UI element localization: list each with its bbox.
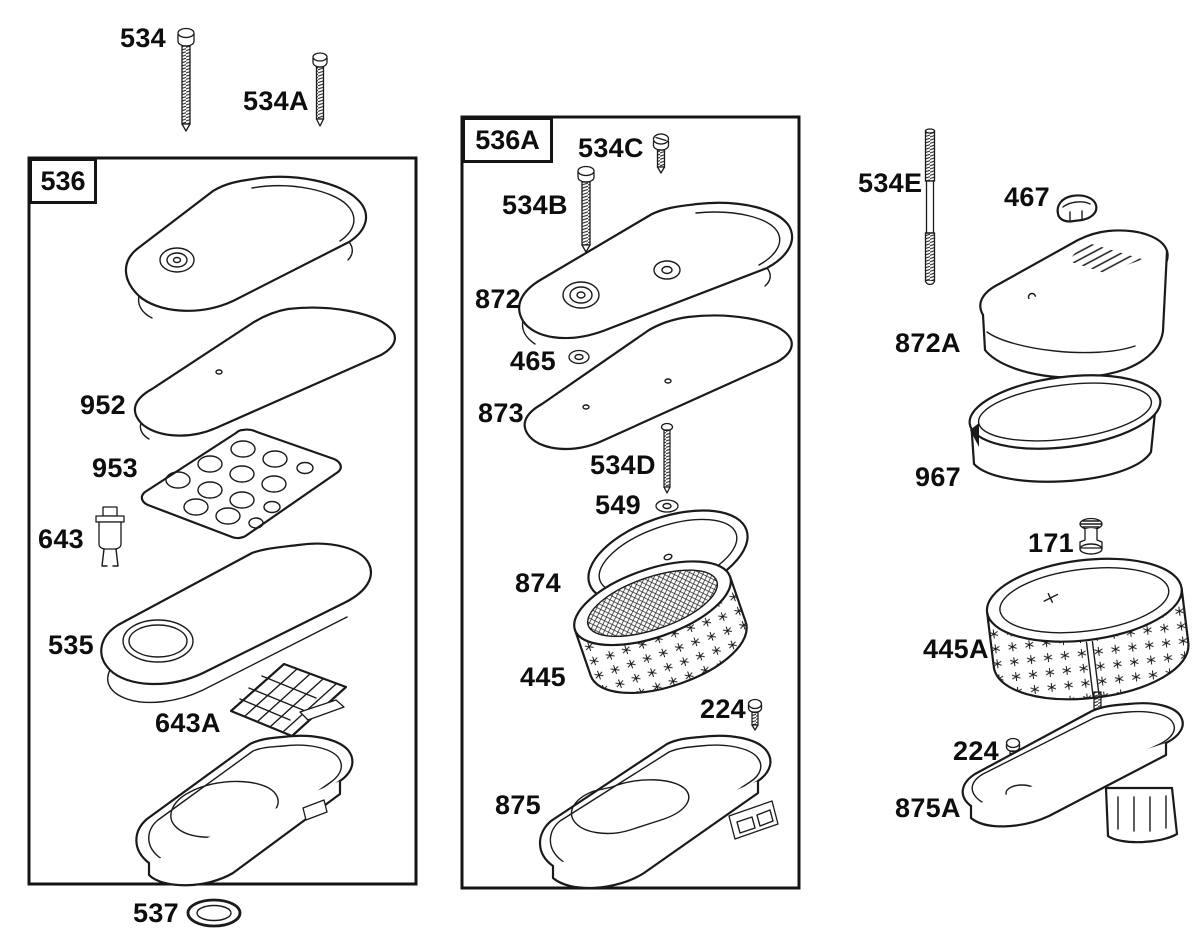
part-gasket-873	[523, 314, 793, 451]
part-grid-643A	[229, 662, 348, 738]
screw-534B	[577, 165, 595, 253]
part-label-171: 171	[1028, 528, 1074, 558]
part-643	[95, 506, 125, 567]
part-label-224-right: 224	[953, 736, 999, 766]
part-label-534E: 534E	[858, 168, 923, 198]
part-washer-465	[568, 349, 590, 365]
part-label-549: 549	[595, 490, 641, 520]
part-label-643: 643	[38, 524, 84, 554]
part-label-952: 952	[80, 390, 126, 420]
part-foam-535	[100, 542, 372, 704]
part-ring-537	[186, 898, 242, 928]
part-label-967: 967	[915, 462, 961, 492]
part-label-534A: 534A	[243, 86, 309, 116]
screw-534E	[924, 128, 936, 286]
part-label-224-middle: 224	[700, 694, 746, 724]
part-filter-445A	[985, 557, 1190, 701]
part-filter-445	[573, 560, 748, 694]
part-screen-953	[140, 428, 342, 540]
part-base-875A	[961, 691, 1184, 844]
part-base-875	[538, 734, 779, 890]
part-label-534C: 534C	[578, 133, 644, 163]
part-gasket-952	[133, 306, 396, 440]
part-cover-872	[518, 201, 794, 345]
group-label-536A: 536A	[462, 117, 553, 163]
screw-534A	[312, 52, 328, 127]
part-label-445: 445	[520, 662, 566, 692]
part-label-953: 953	[92, 453, 138, 483]
part-base-536	[135, 734, 354, 887]
part-washer-549	[655, 499, 679, 513]
part-label-872: 872	[475, 284, 521, 314]
part-label-537: 537	[133, 898, 179, 928]
screw-534	[177, 27, 195, 132]
part-label-467: 467	[1004, 182, 1050, 212]
group-box-536A	[460, 115, 801, 890]
screw-224-middle	[747, 698, 763, 731]
part-housing-967	[968, 374, 1162, 483]
part-label-534: 534	[120, 23, 166, 53]
part-label-873: 873	[478, 398, 524, 428]
part-label-872A: 872A	[895, 328, 961, 358]
part-cover-536	[124, 175, 367, 319]
part-label-465: 465	[510, 346, 556, 376]
part-label-874: 874	[515, 568, 561, 598]
part-knob-467	[1056, 194, 1098, 223]
part-label-875A: 875A	[895, 793, 961, 823]
part-label-535: 535	[48, 630, 94, 660]
part-label-534D: 534D	[590, 450, 656, 480]
screw-534D	[660, 422, 674, 494]
group-label-536: 536	[29, 158, 97, 204]
group-box-536	[27, 156, 418, 886]
part-171	[1079, 517, 1103, 555]
part-label-534B: 534B	[502, 190, 568, 220]
screw-534C	[652, 133, 670, 174]
part-label-875: 875	[495, 790, 541, 820]
part-cover-872A	[979, 229, 1169, 379]
part-label-445A: 445A	[923, 634, 989, 664]
part-label-643A: 643A	[155, 708, 221, 738]
